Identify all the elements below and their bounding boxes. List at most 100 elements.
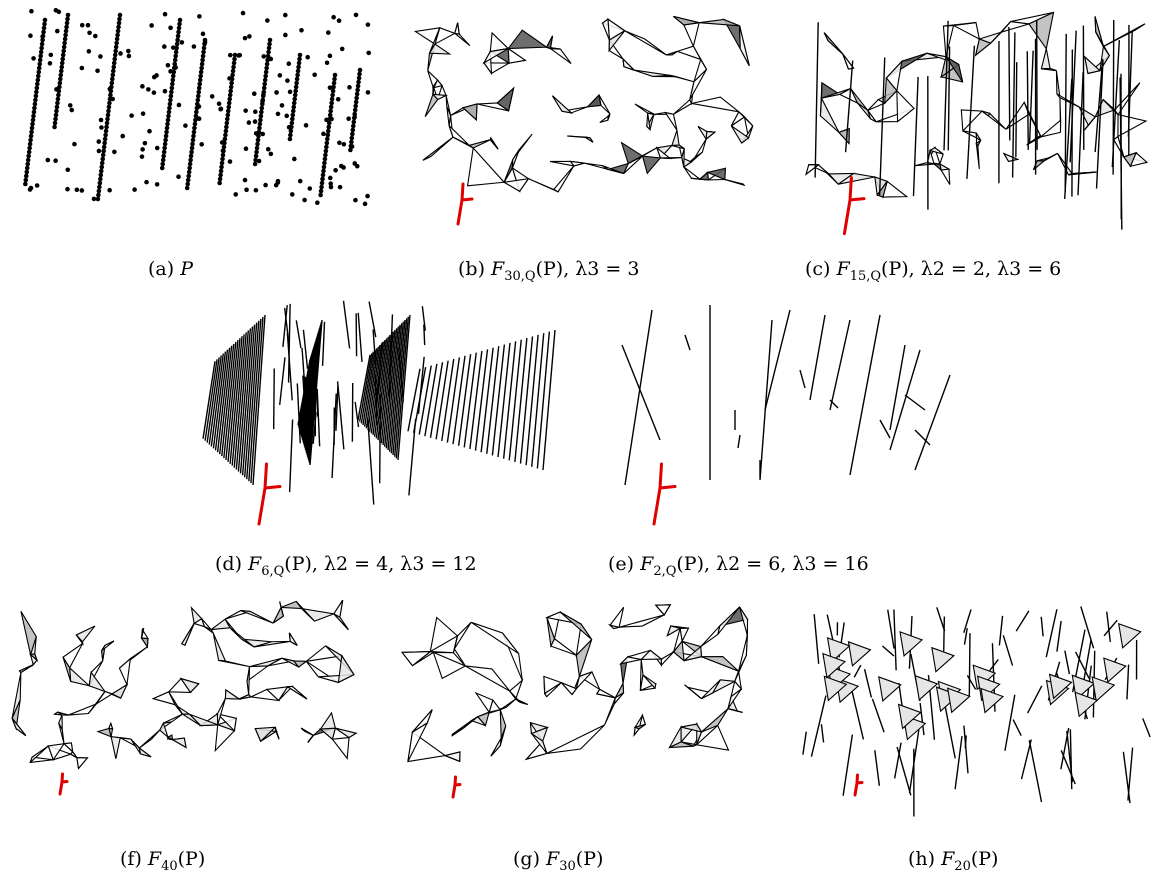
simplex: [445, 95, 452, 116]
point: [196, 89, 202, 95]
point: [103, 132, 108, 138]
simplex: [602, 165, 624, 174]
point: [184, 185, 190, 191]
simplex: [490, 737, 502, 757]
edge: [1106, 611, 1111, 643]
simplex: [528, 178, 559, 193]
simplex: [823, 32, 844, 55]
simplex: [945, 56, 964, 83]
point: [40, 34, 45, 39]
hatch-edge: [210, 353, 225, 447]
simplex: [975, 143, 980, 170]
point: [227, 52, 233, 58]
simplex: [448, 125, 470, 146]
point: [117, 12, 123, 18]
hatch-edge: [365, 346, 380, 429]
simplex: [684, 684, 702, 700]
edge: [304, 376, 308, 401]
edge: [1026, 51, 1029, 150]
point: [149, 23, 154, 28]
point: [353, 103, 358, 109]
point: [62, 40, 67, 46]
caption-a: (a) P: [148, 258, 193, 280]
point: [321, 168, 326, 174]
edge: [878, 57, 886, 196]
point: [107, 86, 113, 92]
edge: [1103, 619, 1118, 637]
caption-f: (f) F40(P): [120, 848, 206, 874]
panel-c-filtration: [805, 11, 1149, 236]
point: [331, 14, 336, 20]
hatch-edge: [491, 344, 506, 456]
simplex: [671, 130, 680, 147]
point: [99, 125, 104, 130]
simplex: [431, 93, 449, 101]
simplex: [681, 741, 699, 747]
point: [170, 45, 176, 50]
simplex: [1113, 82, 1141, 116]
simplex: [604, 697, 616, 726]
hatch-edge: [250, 316, 264, 484]
simplex: [552, 165, 575, 193]
hatch-edge: [387, 324, 401, 451]
point: [346, 116, 351, 121]
edge: [1063, 78, 1073, 199]
point: [110, 68, 116, 74]
simplex: [699, 18, 740, 27]
point: [257, 121, 263, 127]
simplex: [683, 22, 700, 48]
simplex: [29, 653, 38, 666]
point: [263, 73, 268, 79]
point: [242, 35, 248, 41]
point: [62, 36, 68, 42]
simplex: [101, 640, 115, 652]
caption-d: (d) F6,Q(P), λ2 = 4, λ3 = 12: [215, 553, 477, 579]
point: [294, 76, 300, 82]
edge: [874, 750, 881, 786]
edge: [321, 321, 326, 366]
hatch-edge: [383, 328, 398, 447]
point: [202, 39, 208, 45]
simplex: [567, 135, 591, 139]
simplex: [87, 691, 106, 714]
point: [230, 68, 236, 74]
simplex: [214, 724, 236, 753]
point: [99, 164, 105, 170]
point: [172, 61, 178, 67]
edge: [914, 374, 951, 471]
edge: [943, 20, 949, 151]
point: [293, 84, 299, 90]
point: [201, 49, 206, 55]
simplex: [823, 675, 848, 702]
point: [326, 120, 332, 126]
point: [112, 149, 117, 155]
panel-f-filtration: [11, 599, 358, 796]
simplex: [599, 114, 609, 124]
point: [58, 72, 64, 78]
edge: [809, 314, 826, 401]
simplex: [58, 714, 63, 730]
point: [167, 101, 173, 107]
point: [254, 149, 259, 155]
point: [32, 105, 37, 111]
point: [264, 65, 269, 71]
hatch-edge: [502, 341, 517, 459]
point: [33, 93, 39, 99]
simplex: [931, 646, 955, 673]
point: [355, 83, 361, 89]
simplex: [689, 68, 708, 101]
point: [224, 124, 229, 130]
hatch-edge: [480, 347, 494, 453]
point: [324, 140, 330, 146]
point: [251, 91, 257, 96]
simplex: [212, 632, 227, 662]
simplex: [1083, 55, 1101, 75]
point: [365, 90, 371, 95]
point: [24, 165, 30, 171]
point: [63, 32, 68, 38]
point: [165, 121, 170, 127]
simplex: [141, 627, 145, 639]
point: [40, 37, 45, 43]
point: [305, 54, 310, 60]
edge: [312, 412, 317, 444]
